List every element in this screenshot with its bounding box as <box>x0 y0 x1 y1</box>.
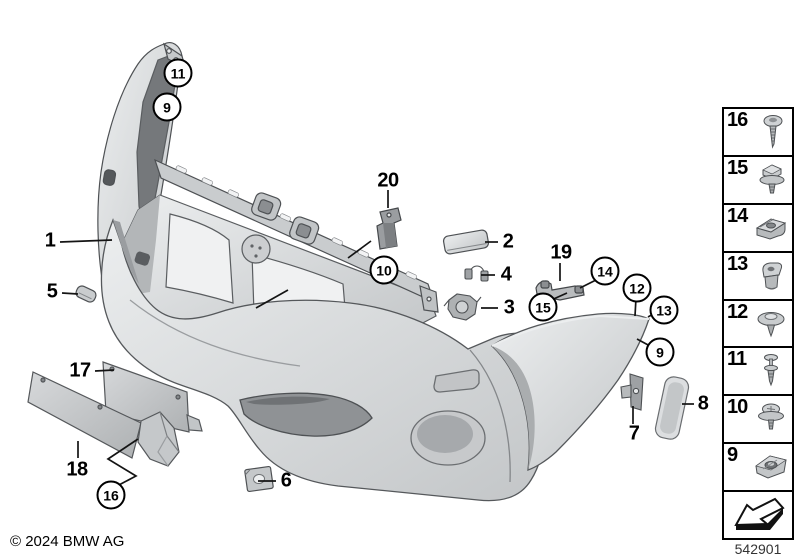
callout-3[interactable]: 3 <box>503 296 515 319</box>
legend-item-16[interactable]: 16 <box>724 109 792 157</box>
part-7-bracket <box>620 373 644 411</box>
legend-item-label: 15 <box>727 156 748 179</box>
part-17-license-panel <box>102 361 203 433</box>
callout-17[interactable]: 17 <box>69 359 91 382</box>
part-4-clip <box>464 265 489 282</box>
callout-20[interactable]: 20 <box>377 169 399 192</box>
fastener-legend: 16 15 14 <box>722 107 794 540</box>
callout-circled-10[interactable]: 10 <box>369 255 399 285</box>
bumper-skin <box>100 218 568 502</box>
callout-circled-9-right[interactable]: 9 <box>645 337 675 367</box>
legend-item-label: 14 <box>727 204 748 227</box>
legend-item-label: 10 <box>727 396 748 419</box>
legend-item-13[interactable]: 13 <box>724 253 792 301</box>
callout-8[interactable]: 8 <box>697 392 709 415</box>
part-6-nut-plate <box>244 465 274 493</box>
expansion-rivet-icon <box>764 354 778 387</box>
part-5-cap <box>75 285 97 303</box>
speed-nut-clip-icon <box>755 218 787 240</box>
bumper-corner-piece-right <box>490 312 650 471</box>
legend-item-10[interactable]: 10 <box>724 396 792 445</box>
legend-item-label: 11 <box>727 348 747 371</box>
callout-18[interactable]: 18 <box>66 458 88 481</box>
screw-with-washer-icon <box>758 403 784 430</box>
part-20-bracket <box>376 207 402 250</box>
hex-bolt-washer-icon <box>759 164 785 194</box>
part-8-reflector <box>654 376 690 440</box>
callout-7[interactable]: 7 <box>628 422 640 445</box>
legend-item-15[interactable]: 15 <box>724 157 792 205</box>
callout-4[interactable]: 4 <box>500 263 512 286</box>
legend-item-label: 13 <box>727 252 748 275</box>
washer-rivet-icon <box>757 311 785 337</box>
legend-item-label: 12 <box>727 300 748 323</box>
expanding-grommet-icon <box>762 262 783 290</box>
callout-6[interactable]: 6 <box>280 469 292 492</box>
legend-arrow-cell <box>724 492 792 538</box>
callout-circled-12[interactable]: 12 <box>622 273 652 303</box>
rail-clip <box>251 192 282 221</box>
diagram-number: 542901 <box>734 541 782 557</box>
part-18-license-panel <box>27 371 180 467</box>
callout-circled-14[interactable]: 14 <box>590 256 620 286</box>
torx-screw-icon <box>763 114 783 149</box>
legend-item-14[interactable]: 14 <box>724 205 792 253</box>
callout-circled-11[interactable]: 11 <box>163 58 193 88</box>
callout-circled-9-top[interactable]: 9 <box>152 92 182 122</box>
callout-circled-15[interactable]: 15 <box>528 292 558 322</box>
legend-item-label: 9 <box>727 444 738 467</box>
copyright-notice: © 2024 BMW AG <box>10 533 125 550</box>
rail-clip <box>289 216 320 245</box>
part-3-sensor-holder <box>443 293 482 321</box>
legend-item-12[interactable]: 12 <box>724 301 792 349</box>
legend-item-9[interactable]: 9 <box>724 444 792 493</box>
leader-lines <box>59 190 694 487</box>
direction-of-travel-arrow-icon <box>734 497 785 531</box>
callout-circled-16[interactable]: 16 <box>96 480 126 510</box>
cage-nut-icon <box>755 455 787 479</box>
callout-19[interactable]: 19 <box>550 241 572 264</box>
carrier-rail <box>153 158 439 313</box>
callout-2[interactable]: 2 <box>502 230 514 253</box>
legend-item-11[interactable]: 11 <box>724 348 792 397</box>
callout-1[interactable]: 1 <box>44 229 56 252</box>
legend-item-label: 16 <box>727 109 748 131</box>
callout-5[interactable]: 5 <box>46 280 58 303</box>
callout-circled-13[interactable]: 13 <box>649 295 679 325</box>
part-2-washer-cover <box>442 229 490 255</box>
